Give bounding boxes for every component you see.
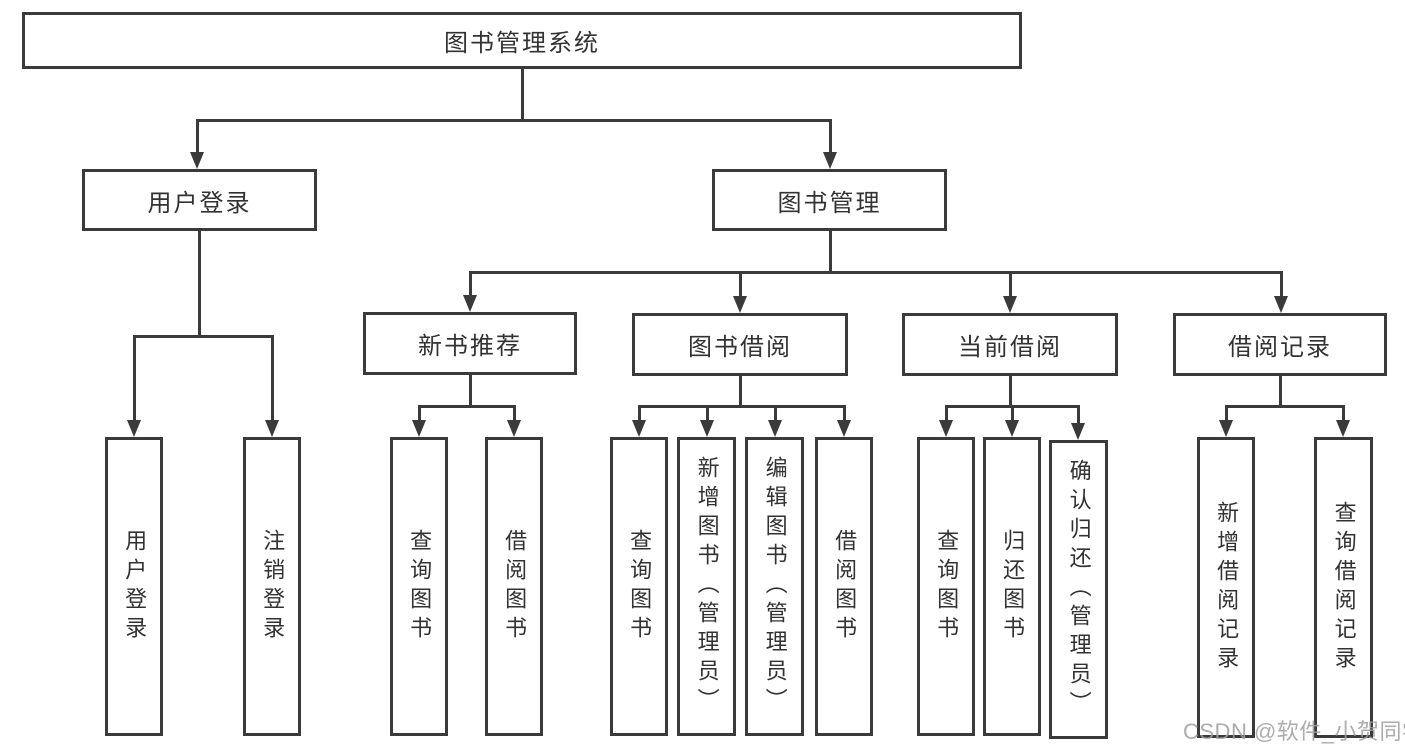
node-label: 图书借阅 bbox=[688, 334, 792, 361]
arrow-down-icon bbox=[463, 295, 477, 312]
arrow-down-icon bbox=[1219, 420, 1233, 437]
leaf-query-books-current: 查询图书 bbox=[917, 437, 975, 736]
node-label: 确认归还（管理员） bbox=[1066, 459, 1092, 720]
arrow-stem bbox=[270, 336, 274, 422]
arrow-down-icon bbox=[939, 420, 953, 437]
node-label: 编辑图书（管理员） bbox=[762, 456, 788, 717]
connector-horizontal bbox=[1224, 404, 1345, 408]
leaf-query-borrow-record: 查询借阅记录 bbox=[1314, 437, 1373, 738]
node-book-borrowing: 图书借阅 bbox=[632, 313, 848, 376]
arrow-stem bbox=[132, 336, 136, 422]
node-label: 用户登录 bbox=[147, 189, 252, 217]
leaf-borrow-books: 借阅图书 bbox=[815, 437, 873, 736]
connector-horizontal bbox=[132, 334, 274, 338]
node-label: 查询借阅记录 bbox=[1331, 500, 1357, 675]
node-label: 图书管理 bbox=[777, 189, 882, 217]
arrow-stem bbox=[1008, 272, 1012, 298]
arrow-down-icon bbox=[1274, 296, 1288, 313]
arrow-stem bbox=[1224, 406, 1228, 422]
node-label: 借阅记录 bbox=[1228, 334, 1332, 361]
connector-vertical bbox=[468, 375, 472, 408]
connector-vertical bbox=[1008, 376, 1012, 408]
connector-horizontal bbox=[195, 118, 832, 122]
arrow-stem bbox=[1076, 406, 1080, 425]
arrow-stem bbox=[773, 406, 777, 422]
connector-horizontal bbox=[417, 404, 516, 408]
arrow-down-icon bbox=[1336, 420, 1350, 437]
arrow-down-icon bbox=[265, 420, 279, 437]
connector-vertical bbox=[197, 231, 201, 337]
arrow-stem bbox=[468, 272, 472, 297]
leaf-logout: 注销登录 bbox=[243, 437, 301, 736]
node-label: 注销登录 bbox=[260, 528, 286, 645]
node-label: 图书管理系统 bbox=[444, 30, 600, 57]
connector-horizontal bbox=[468, 270, 1283, 274]
node-label: 借阅图书 bbox=[502, 528, 528, 645]
leaf-confirm-return-admin: 确认归还（管理员） bbox=[1049, 440, 1108, 739]
arrow-stem bbox=[512, 406, 516, 422]
node-label: 新书推荐 bbox=[418, 333, 522, 360]
arrow-down-icon bbox=[1003, 296, 1017, 313]
leaf-add-borrow-record: 新增借阅记录 bbox=[1197, 437, 1255, 738]
node-label: 用户登录 bbox=[122, 528, 148, 645]
node-borrowing-records: 借阅记录 bbox=[1173, 313, 1387, 376]
arrow-stem bbox=[1341, 406, 1345, 422]
arrow-down-icon bbox=[768, 420, 782, 437]
node-label: 归还图书 bbox=[1000, 528, 1026, 645]
node-label: 借阅图书 bbox=[832, 528, 858, 645]
node-user-login: 用户登录 bbox=[82, 169, 317, 231]
leaf-borrow-books-recommend: 借阅图书 bbox=[485, 437, 543, 736]
leaf-user-login: 用户登录 bbox=[105, 437, 163, 736]
leaf-edit-books-admin: 编辑图书（管理员） bbox=[745, 437, 804, 736]
arrow-down-icon bbox=[837, 420, 851, 437]
arrow-stem bbox=[944, 406, 948, 422]
arrow-down-icon bbox=[190, 152, 204, 169]
arrow-stem bbox=[417, 406, 421, 422]
node-new-book-recommend: 新书推荐 bbox=[363, 312, 577, 375]
node-current-borrowing: 当前借阅 bbox=[902, 313, 1118, 376]
leaf-return-books: 归还图书 bbox=[983, 437, 1041, 736]
leaf-query-books-borrowing: 查询图书 bbox=[610, 437, 668, 736]
arrow-stem bbox=[738, 272, 742, 298]
arrow-down-icon bbox=[700, 420, 714, 437]
node-book-management: 图书管理 bbox=[712, 169, 947, 231]
arrow-down-icon bbox=[823, 152, 837, 169]
arrow-stem bbox=[1010, 406, 1014, 422]
leaf-add-books-admin: 新增图书（管理员） bbox=[677, 437, 736, 736]
arrow-down-icon bbox=[632, 420, 646, 437]
arrow-stem bbox=[828, 120, 832, 154]
arrow-down-icon bbox=[412, 420, 426, 437]
connector-vertical bbox=[738, 376, 742, 408]
connector-horizontal bbox=[637, 404, 846, 408]
connector-vertical bbox=[1278, 376, 1282, 408]
arrow-down-icon bbox=[733, 296, 747, 313]
leaf-query-books-recommend: 查询图书 bbox=[390, 437, 448, 736]
node-label: 查询图书 bbox=[407, 528, 433, 645]
arrow-stem bbox=[1279, 272, 1283, 298]
arrow-stem bbox=[842, 406, 846, 422]
arrow-stem bbox=[637, 406, 641, 422]
arrow-stem bbox=[195, 120, 199, 154]
csdn-watermark: CSDN @软件_小贺同学 bbox=[1183, 719, 1405, 744]
connector-vertical bbox=[520, 69, 524, 121]
node-label: 查询图书 bbox=[934, 528, 960, 645]
node-library-management-system: 图书管理系统 bbox=[22, 12, 1022, 69]
arrow-down-icon bbox=[127, 420, 141, 437]
node-label: 当前借阅 bbox=[958, 334, 1062, 361]
arrow-down-icon bbox=[1071, 423, 1085, 440]
connector-vertical bbox=[828, 231, 832, 273]
arrow-stem bbox=[705, 406, 709, 422]
node-label: 新增借阅记录 bbox=[1214, 500, 1240, 675]
arrow-down-icon bbox=[507, 420, 521, 437]
node-label: 查询图书 bbox=[627, 528, 653, 645]
arrow-down-icon bbox=[1005, 420, 1019, 437]
node-label: 新增图书（管理员） bbox=[694, 456, 720, 717]
